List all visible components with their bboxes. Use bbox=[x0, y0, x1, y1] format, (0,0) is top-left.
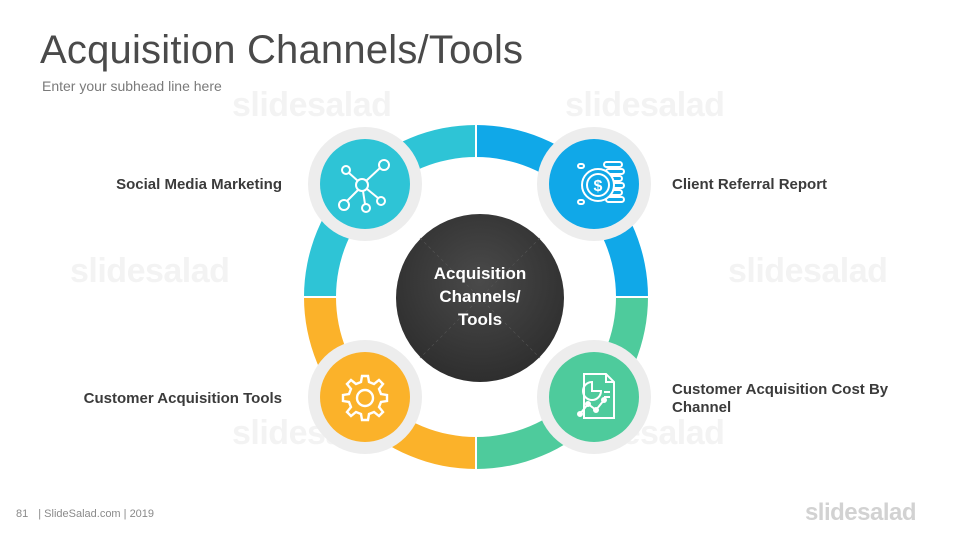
center-line-3: Tools bbox=[457, 310, 503, 329]
cost-node bbox=[549, 352, 639, 442]
gear-icon bbox=[341, 374, 389, 422]
tools-node bbox=[320, 352, 410, 442]
watermark: slidesalad bbox=[70, 252, 230, 290]
footer-credit: | SlideSalad.com | 2019 bbox=[38, 508, 155, 520]
label-customer-acquisition-cost: Customer Acquisition Cost By Channel bbox=[672, 381, 889, 416]
brand-logo: slidesalad bbox=[804, 499, 917, 526]
social-node bbox=[320, 139, 410, 229]
center-title: Acquisition Channels/ Tools bbox=[400, 262, 560, 331]
label-social-media-marketing: Social Media Marketing bbox=[116, 176, 282, 193]
page-number: 81 bbox=[16, 508, 29, 520]
center-line-2: Channels/ bbox=[439, 287, 521, 306]
watermark: slidesalad bbox=[728, 252, 888, 290]
watermark: slidesalad bbox=[565, 86, 725, 124]
page-title: Acquisition Channels/Tools bbox=[40, 28, 524, 72]
label-customer-acquisition-tools: Customer Acquisition Tools bbox=[83, 390, 282, 407]
network-nodes-icon bbox=[338, 159, 390, 213]
watermark: slidesalad bbox=[232, 86, 392, 124]
page-subhead: Enter your subhead line here bbox=[42, 78, 222, 94]
svg-text:$: $ bbox=[594, 178, 603, 195]
dollar-coins-icon: $ bbox=[577, 161, 625, 205]
footer: 81 | SlideSalad.com | 2019 bbox=[16, 508, 154, 520]
label-client-referral-report: Client Referral Report bbox=[672, 176, 828, 193]
center-line-1: Acquisition bbox=[433, 264, 527, 283]
report-chart-icon bbox=[577, 373, 615, 419]
